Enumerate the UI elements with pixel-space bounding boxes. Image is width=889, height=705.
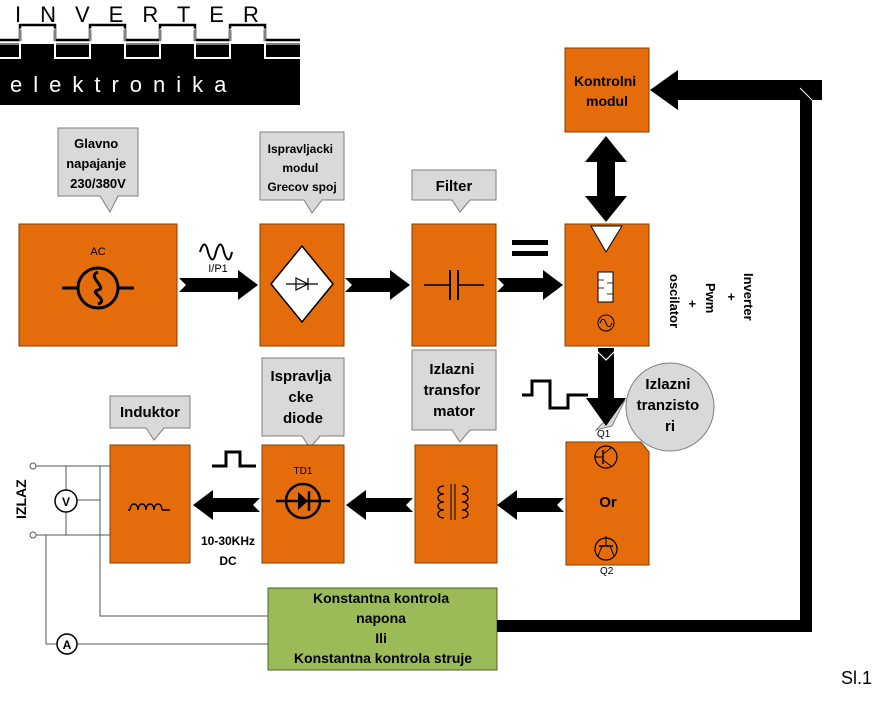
feedback-arrow <box>497 70 822 632</box>
output-terminal-bottom <box>29 531 37 539</box>
svg-text:Ispravljacki modul: Ispravljacki modul Grecov spoj <box>267 142 336 194</box>
pulse-wave-icon <box>522 379 588 410</box>
constant-control-line3: Ili <box>375 630 387 646</box>
constant-control-line2: napona <box>356 610 406 626</box>
svg-text:Kontrolni modul: Kontrolni modul <box>574 73 640 109</box>
output-label: IZLAZ <box>13 479 29 519</box>
main-supply-line1: Glavno <box>74 136 118 151</box>
voltmeter-label: V <box>62 495 70 509</box>
control-module-line1: Kontrolni <box>574 73 636 89</box>
constant-control-block: Konstantna kontrola napona Ili Konstantn… <box>267 587 498 671</box>
svg-text:Izlazni transfor m: Izlazni transfor mator <box>424 361 485 420</box>
main-supply-line3: 230/380V <box>70 176 126 191</box>
output-transformer-block <box>414 444 498 564</box>
freq-label-line2: DC <box>219 554 237 568</box>
sine-wave-icon <box>199 243 233 261</box>
logo: INVERTER elektronika <box>0 2 300 105</box>
inverter-side-oscilator: oscilator <box>667 274 682 328</box>
bottom-row-arrows <box>193 490 564 520</box>
main-supply-line2: napajanje <box>66 156 126 171</box>
constant-control-line4: Konstantna kontrola struje <box>294 650 472 666</box>
ac-label: AC <box>90 246 105 258</box>
callout-main-supply: Glavno napajanje 230/380V <box>57 127 139 214</box>
callout-filter: Filter <box>411 169 497 213</box>
transformer-callout-line1: Izlazni <box>429 361 474 378</box>
output-terminal-top <box>29 462 37 470</box>
top-row-arrows <box>179 270 563 300</box>
transistor-q1-icon <box>594 445 618 469</box>
inductor-block <box>109 444 191 564</box>
rectifier-callout-line2: modul <box>282 161 318 175</box>
callout-rectifier-module: Ispravljacki modul Grecov spoj <box>259 131 345 214</box>
inverter-side-pwm: Pwm <box>703 283 718 313</box>
svg-text:Konstantna kontrola napo: Konstantna kontrola napona Ili Konstantn… <box>294 590 472 666</box>
output-transistors-block: Q1 Or Q2 <box>565 429 650 577</box>
transformer-callout-line2: transfor <box>424 382 481 399</box>
inverter-side-plus2: + <box>685 300 700 308</box>
svg-text:Glavno napajanje 2: Glavno napajanje 230/380V <box>66 136 130 191</box>
transformer-callout-line3: mator <box>433 403 475 420</box>
rectifier-module-block <box>259 223 345 347</box>
ac-source-icon <box>62 266 134 310</box>
constant-control-line1: Konstantna kontrola <box>313 590 449 606</box>
pwm-chip-icon <box>597 271 614 303</box>
filter-block <box>411 223 497 347</box>
logo-top-word: INVERTER <box>15 2 278 27</box>
small-pulse-icon <box>212 450 256 468</box>
transistors-center-label: Or <box>599 494 617 511</box>
inverter-side-inverter: Inverter <box>741 273 756 321</box>
dc-symbol-icon <box>512 240 548 256</box>
filter-callout-label: Filter <box>436 178 473 195</box>
q1-label: Q1 <box>597 429 611 440</box>
control-inverter-arrow <box>585 136 627 222</box>
transistors-callout-line3: ri <box>665 418 675 435</box>
rectifier-diodes-block: TD1 <box>261 444 345 564</box>
transistors-callout-line1: Izlazni <box>645 376 690 393</box>
transformer-icon <box>437 484 469 520</box>
input-signal-label: I/P1 <box>208 263 228 275</box>
capacitor-icon <box>424 270 484 300</box>
voltmeter-icon: V <box>54 489 78 513</box>
inverter-side-plus1: + <box>724 293 739 301</box>
diodes-callout-line2: cke <box>288 389 313 406</box>
diode-icon <box>276 482 330 520</box>
ac-source-block: AC <box>18 223 178 347</box>
inverter-side-text: Inverter + Pwm + oscilator <box>667 273 756 328</box>
inductor-coil-icon <box>128 503 170 511</box>
diodes-callout-line1: Ispravlja <box>270 368 332 385</box>
inductor-callout-label: Induktor <box>120 404 180 421</box>
diodes-callout-line3: diode <box>283 410 323 427</box>
output-wiring <box>36 465 268 645</box>
control-module-block: Kontrolni modul <box>564 47 650 133</box>
q2-label: Q2 <box>600 566 614 577</box>
rectifier-callout-line1: Ispravljacki <box>268 142 333 156</box>
inverter-pwm-block <box>564 223 650 347</box>
ammeter-label: A <box>63 638 72 652</box>
svg-text:Ispravlja cke diod: Ispravlja cke diode <box>270 368 335 427</box>
inverter-to-transistors-arrow <box>586 348 626 426</box>
input-signal: I/P1 <box>199 243 233 275</box>
freq-label-line1: 10-30KHz <box>201 534 255 548</box>
bridge-rectifier-icon <box>270 244 334 324</box>
ammeter-icon: A <box>56 633 78 655</box>
figure-label: Sl.1 <box>841 668 872 688</box>
control-module-line2: modul <box>586 93 628 109</box>
logo-bottom-word: elektronika <box>10 72 237 97</box>
oscillator-icon <box>597 314 615 332</box>
transistor-q2-icon <box>594 536 618 561</box>
callout-output-transformer: Izlazni transfor mator <box>411 349 497 443</box>
transistors-callout-line2: tranzisto <box>637 397 700 414</box>
td1-label: TD1 <box>294 466 313 477</box>
callout-rectifier-diodes: Ispravlja cke diode <box>261 357 345 449</box>
svg-text:Izlazni tranzisto: Izlazni tranzisto ri <box>637 376 704 435</box>
rectifier-callout-line3: Grecov spoj <box>267 180 336 194</box>
callout-inductor: Induktor <box>109 395 191 441</box>
